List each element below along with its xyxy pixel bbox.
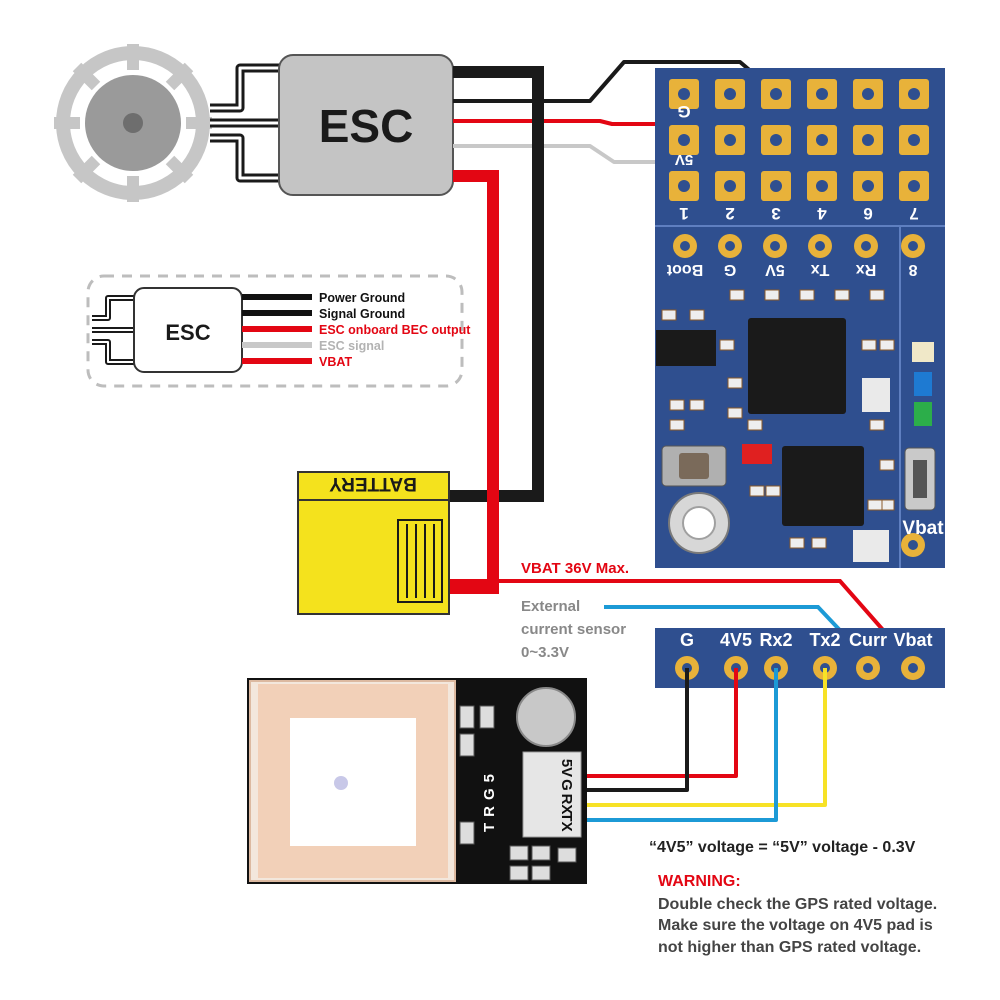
current-sensor-note-line-3: 0~3.3V: [521, 644, 569, 661]
gps-buzzer: [516, 687, 576, 747]
pad-label: Tx: [811, 261, 830, 278]
connector-label: G: [680, 630, 694, 650]
pad-row: [673, 234, 925, 258]
connector-label: 4V5: [720, 630, 752, 650]
connector-strip: G 4V5 Rx2 Tx2 Curr Vbat: [655, 628, 945, 688]
pad-label: Rx: [856, 261, 877, 278]
legend-esc-label: ESC: [165, 320, 210, 345]
channel-label: 1: [679, 204, 688, 223]
channel-label: 4: [817, 204, 827, 223]
gps-pin-tx: TX: [558, 812, 575, 831]
connector-label: Curr: [849, 630, 887, 650]
channel-label: 7: [909, 204, 918, 223]
wire-legend: ESC Power Ground Signal Ground ESC onboa…: [86, 274, 471, 388]
esc-power-wires: [450, 66, 544, 594]
warning-line-3: not higher than GPS rated voltage.: [658, 939, 921, 956]
vbat-max-note: VBAT 36V Max.: [521, 560, 629, 577]
current-sensor-note-line-1: External: [521, 598, 580, 615]
connector-label: Vbat: [893, 630, 932, 650]
gps-wires: [578, 668, 827, 822]
esc-label: ESC: [319, 100, 414, 152]
warning-line-1: Double check the GPS rated voltage.: [658, 896, 937, 913]
pin-row-label-5v: 5V: [675, 151, 693, 168]
legend-label-bec-output: ESC onboard BEC output: [319, 323, 471, 337]
current-sensor-note-line-2: current sensor: [521, 621, 626, 638]
legend-motor-leads: [92, 295, 137, 365]
battery-label: BATTERY: [329, 473, 417, 494]
legend-label-esc-signal: ESC signal: [319, 339, 384, 353]
connector-label: Tx2: [809, 630, 840, 650]
battery-block: BATTERY: [297, 471, 450, 615]
pin-header: [669, 79, 929, 201]
legend-label-vbat: VBAT: [319, 355, 352, 369]
pin-row-label-g: G: [677, 102, 690, 121]
gps-pin-rx: RX: [558, 794, 575, 815]
motor-leads: [210, 63, 290, 183]
pad-labels: Boot G 5V Tx Rx 8: [666, 261, 917, 278]
esc-block: ESC: [278, 54, 454, 196]
pad-label: 8: [908, 261, 917, 278]
channel-labels: 1 2 3 4 6 7: [679, 204, 918, 223]
channel-label: 3: [771, 204, 780, 223]
motor-icon: [54, 44, 212, 202]
warning-line-2: Make sure the voltage on 4V5 pad is: [658, 917, 933, 934]
pad-label: G: [724, 261, 736, 278]
gps-module-label: TRG5: [481, 768, 498, 832]
pad-label: 5V: [765, 261, 785, 278]
pad-label: Boot: [666, 261, 703, 278]
board-components: [656, 289, 936, 562]
voltage-note: “4V5” voltage = “5V” voltage - 0.3V: [649, 839, 916, 856]
gps-pin-5v: 5V: [558, 759, 575, 777]
channel-label: 6: [863, 204, 872, 223]
gps-module: TRG5 5V G RX TX: [247, 678, 587, 884]
vbat-pad-label: Vbat: [902, 518, 944, 539]
gps-pin-g: G: [558, 779, 575, 791]
legend-label-power-ground: Power Ground: [319, 291, 405, 305]
channel-label: 2: [725, 204, 734, 223]
legend-label-signal-ground: Signal Ground: [319, 307, 405, 321]
flight-controller-board: G 5V 1 2 3 4 6 7 Boot G 5V Tx Rx 8 Vbat: [655, 68, 945, 568]
warning-title: WARNING:: [658, 873, 741, 890]
connector-label: Rx2: [759, 630, 792, 650]
